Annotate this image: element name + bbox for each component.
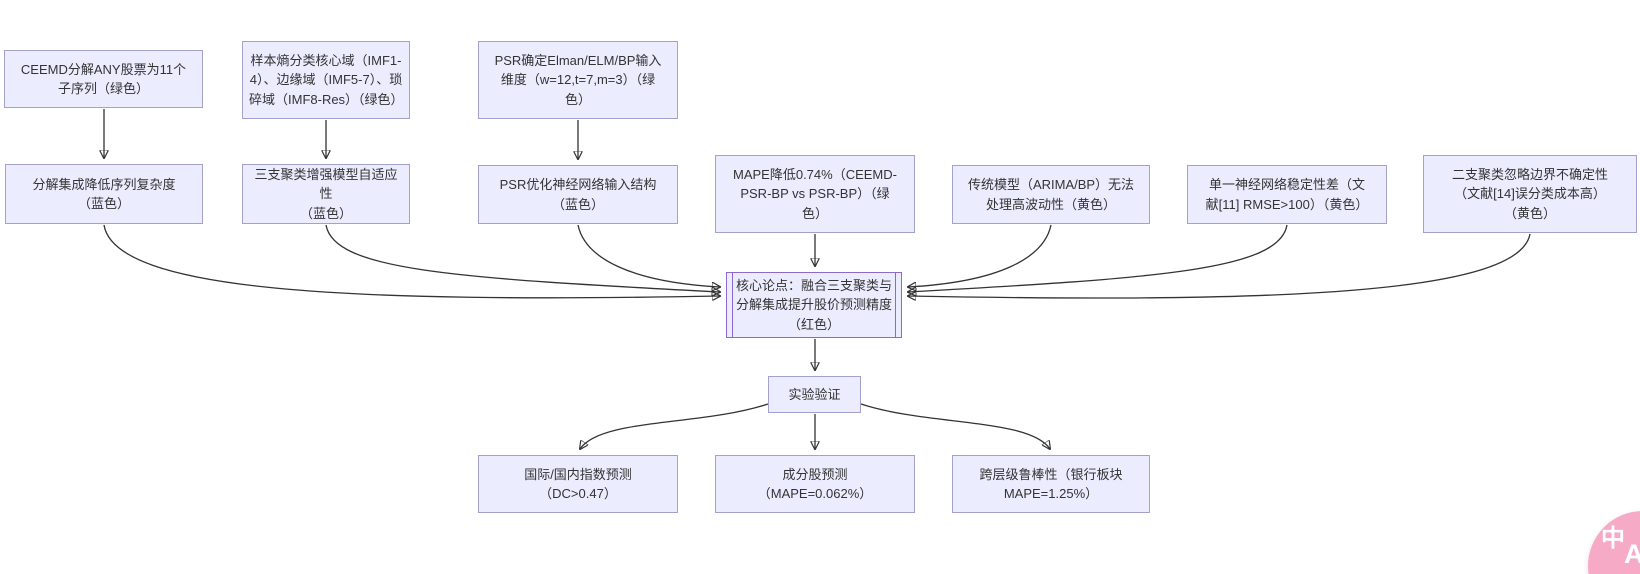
core-thesis-label: 核心论点：融合三支聚类与 分解集成提升股价预测精度 （红色） (735, 277, 892, 332)
node-ceemd-decompose: CEEMD分解ANY股票为11个 子序列（绿色） (4, 50, 203, 108)
edge-n9-core (908, 224, 1288, 292)
node-sample-entropy-domains: 样本熵分类核心域（IMF1- 4）、边缘域（IMF5-7）、琐 碎域（IMF8-… (242, 41, 410, 119)
node-index-prediction: 国际/国内指数预测 （DC>0.47） (478, 455, 678, 513)
translate-badge-en: A (1624, 539, 1640, 569)
node-traditional-model-limit: 传统模型（ARIMA/BP）无法 处理高波动性（黄色） (952, 165, 1150, 224)
edge-exp-b1 (580, 403, 769, 449)
edge-exp-b3 (860, 403, 1050, 449)
node-two-way-clustering-limit: 二支聚类忽略边界不确定性 （文献[14]误分类成本高） （黄色） (1423, 155, 1637, 233)
subroutine-inner-line-left (732, 273, 733, 337)
node-single-nn-instability: 单一神经网络稳定性差（文 献[11] RMSE>100）（黄色） (1187, 165, 1387, 224)
edge-n6-core (577, 224, 720, 287)
subroutine-inner-line-right (895, 273, 896, 337)
edge-n10-core (908, 233, 1531, 298)
node-cross-level-robustness: 跨层级鲁棒性（银行板块 MAPE=1.25%） (952, 455, 1150, 513)
edge-n8-core (908, 224, 1052, 287)
edge-n5-core (325, 224, 720, 292)
node-decomposition-complexity: 分解集成降低序列复杂度 （蓝色） (5, 164, 203, 224)
node-constituent-prediction: 成分股预测 （MAPE=0.062%） (715, 455, 915, 513)
node-mape-improvement: MAPE降低0.74%（CEEMD- PSR-BP vs PSR-BP）（绿 色… (715, 155, 915, 233)
translate-badge[interactable]: 中 A (1588, 511, 1640, 574)
node-psr-input-structure: PSR优化神经网络输入结构 （蓝色） (478, 165, 678, 224)
node-experiment-validation: 实验验证 (768, 376, 861, 413)
translate-badge-zh: 中 (1601, 525, 1625, 552)
node-three-way-adaptivity: 三支聚类增强模型自适应性 （蓝色） (242, 164, 410, 224)
node-psr-input-dimension: PSR确定Elman/ELM/BP输入 维度（w=12,t=7,m=3）（绿 色… (478, 41, 678, 119)
node-core-thesis: 核心论点：融合三支聚类与 分解集成提升股价预测精度 （红色） (726, 272, 902, 338)
edge-n4-core (103, 224, 720, 298)
